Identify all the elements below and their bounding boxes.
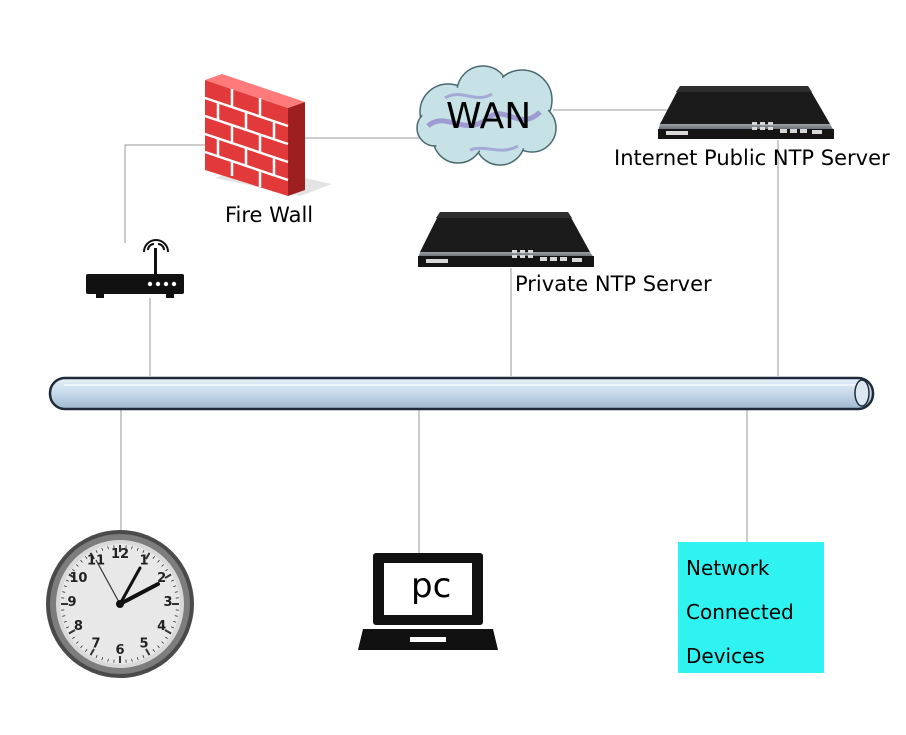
- clock-second-hand: [95, 559, 121, 605]
- clock-tick: [80, 645, 83, 649]
- pc-label: pc: [411, 566, 452, 606]
- network-connected-devices-box: Network Connected Devices: [678, 542, 824, 673]
- devices-label-line-2: Connected: [686, 600, 794, 624]
- clock-tick: [65, 579, 69, 582]
- connector-lines: [120, 109, 779, 553]
- router-to-firewall-line: [124, 144, 230, 243]
- wan-label: WAN: [446, 96, 532, 137]
- clock-tick: [62, 591, 66, 593]
- router-icon: [86, 239, 184, 298]
- clock-numeral: 4: [157, 619, 166, 634]
- public-ntp-server-icon: [658, 86, 834, 139]
- clock-tick: [131, 546, 133, 550]
- devices-label-line-3: Devices: [686, 644, 765, 668]
- clock-tick: [75, 564, 79, 567]
- clock-tick: [95, 655, 98, 659]
- clock-tick: [157, 559, 160, 563]
- clock-numerals: 12 1 2 3 4 5 6 7 8 9 10 11: [67, 547, 172, 658]
- private-ntp-server-label: Private NTP Server: [515, 272, 712, 296]
- clock-numeral: 3: [163, 595, 172, 610]
- clock-tick: [173, 585, 177, 588]
- clock-tick: [101, 547, 104, 551]
- public-ntp-server-label: Internet Public NTP Server: [614, 146, 890, 170]
- clock-tick: [145, 648, 151, 656]
- clock-tick: [72, 568, 75, 572]
- private-ntp-server-icon: [418, 212, 594, 267]
- clock-tick: [136, 547, 139, 551]
- wall-clock-icon: 12 1 2 3 4 5 6 7 8 9 10 11: [46, 530, 194, 678]
- clock-tick: [174, 615, 178, 617]
- clock-numeral: 7: [91, 637, 100, 652]
- clock-numeral: 2: [157, 571, 166, 586]
- clock-numeral: 5: [139, 637, 148, 652]
- clock-tick: [131, 658, 133, 662]
- clock-tick: [72, 636, 75, 640]
- clock-tick: [145, 552, 151, 560]
- clock-numeral: 10: [69, 571, 87, 586]
- devices-box-background: [678, 542, 824, 673]
- clock-tick: [80, 559, 83, 563]
- clock-tick: [107, 658, 109, 662]
- clock-tick: [89, 552, 95, 560]
- clock-numeral: 8: [74, 619, 83, 634]
- clock-numeral: 9: [67, 595, 76, 610]
- clock-hour-hand: [118, 582, 160, 606]
- clock-tick: [161, 641, 165, 644]
- devices-label-line-1: Network: [686, 556, 770, 580]
- clock-tick: [171, 579, 175, 582]
- clock-tick: [63, 585, 67, 588]
- clock-tick: [89, 648, 95, 656]
- clock-tick: [165, 568, 168, 572]
- clock-tick: [63, 620, 67, 623]
- clock-tick: [75, 641, 79, 644]
- firewall-icon: [204, 74, 332, 196]
- clock-tick: [68, 629, 76, 635]
- wan-cloud-icon: [416, 65, 557, 166]
- clock-tick: [164, 629, 172, 635]
- clock-tick: [171, 626, 175, 629]
- clock-tick: [84, 556, 88, 559]
- clock-tick: [95, 549, 98, 553]
- clock-tick: [68, 573, 76, 579]
- clock-tick: [161, 564, 165, 567]
- clock-tick: [142, 549, 145, 553]
- clock-tick: [142, 655, 145, 659]
- clock-numeral: 6: [115, 643, 124, 658]
- clock-tick: [164, 573, 172, 579]
- clock-tick: [136, 657, 139, 661]
- laptop-icon: [358, 553, 498, 650]
- clock-minute-hand: [118, 566, 142, 606]
- clock-tick: [65, 626, 69, 629]
- clock-tick: [174, 591, 178, 593]
- clock-tick: [84, 649, 88, 652]
- clock-numeral: 1: [139, 553, 148, 568]
- clock-numeral: 12: [111, 547, 129, 562]
- network-bus: [48, 376, 875, 411]
- clock-tick: [165, 636, 168, 640]
- clock-tick: [107, 546, 109, 550]
- clock-tick: [157, 645, 160, 649]
- clock-tick: [152, 649, 156, 652]
- clock-tick: [62, 615, 66, 617]
- clock-tick: [101, 657, 104, 661]
- clock-tick: [173, 620, 177, 623]
- clock-tick: [152, 556, 156, 559]
- firewall-label: Fire Wall: [225, 203, 314, 227]
